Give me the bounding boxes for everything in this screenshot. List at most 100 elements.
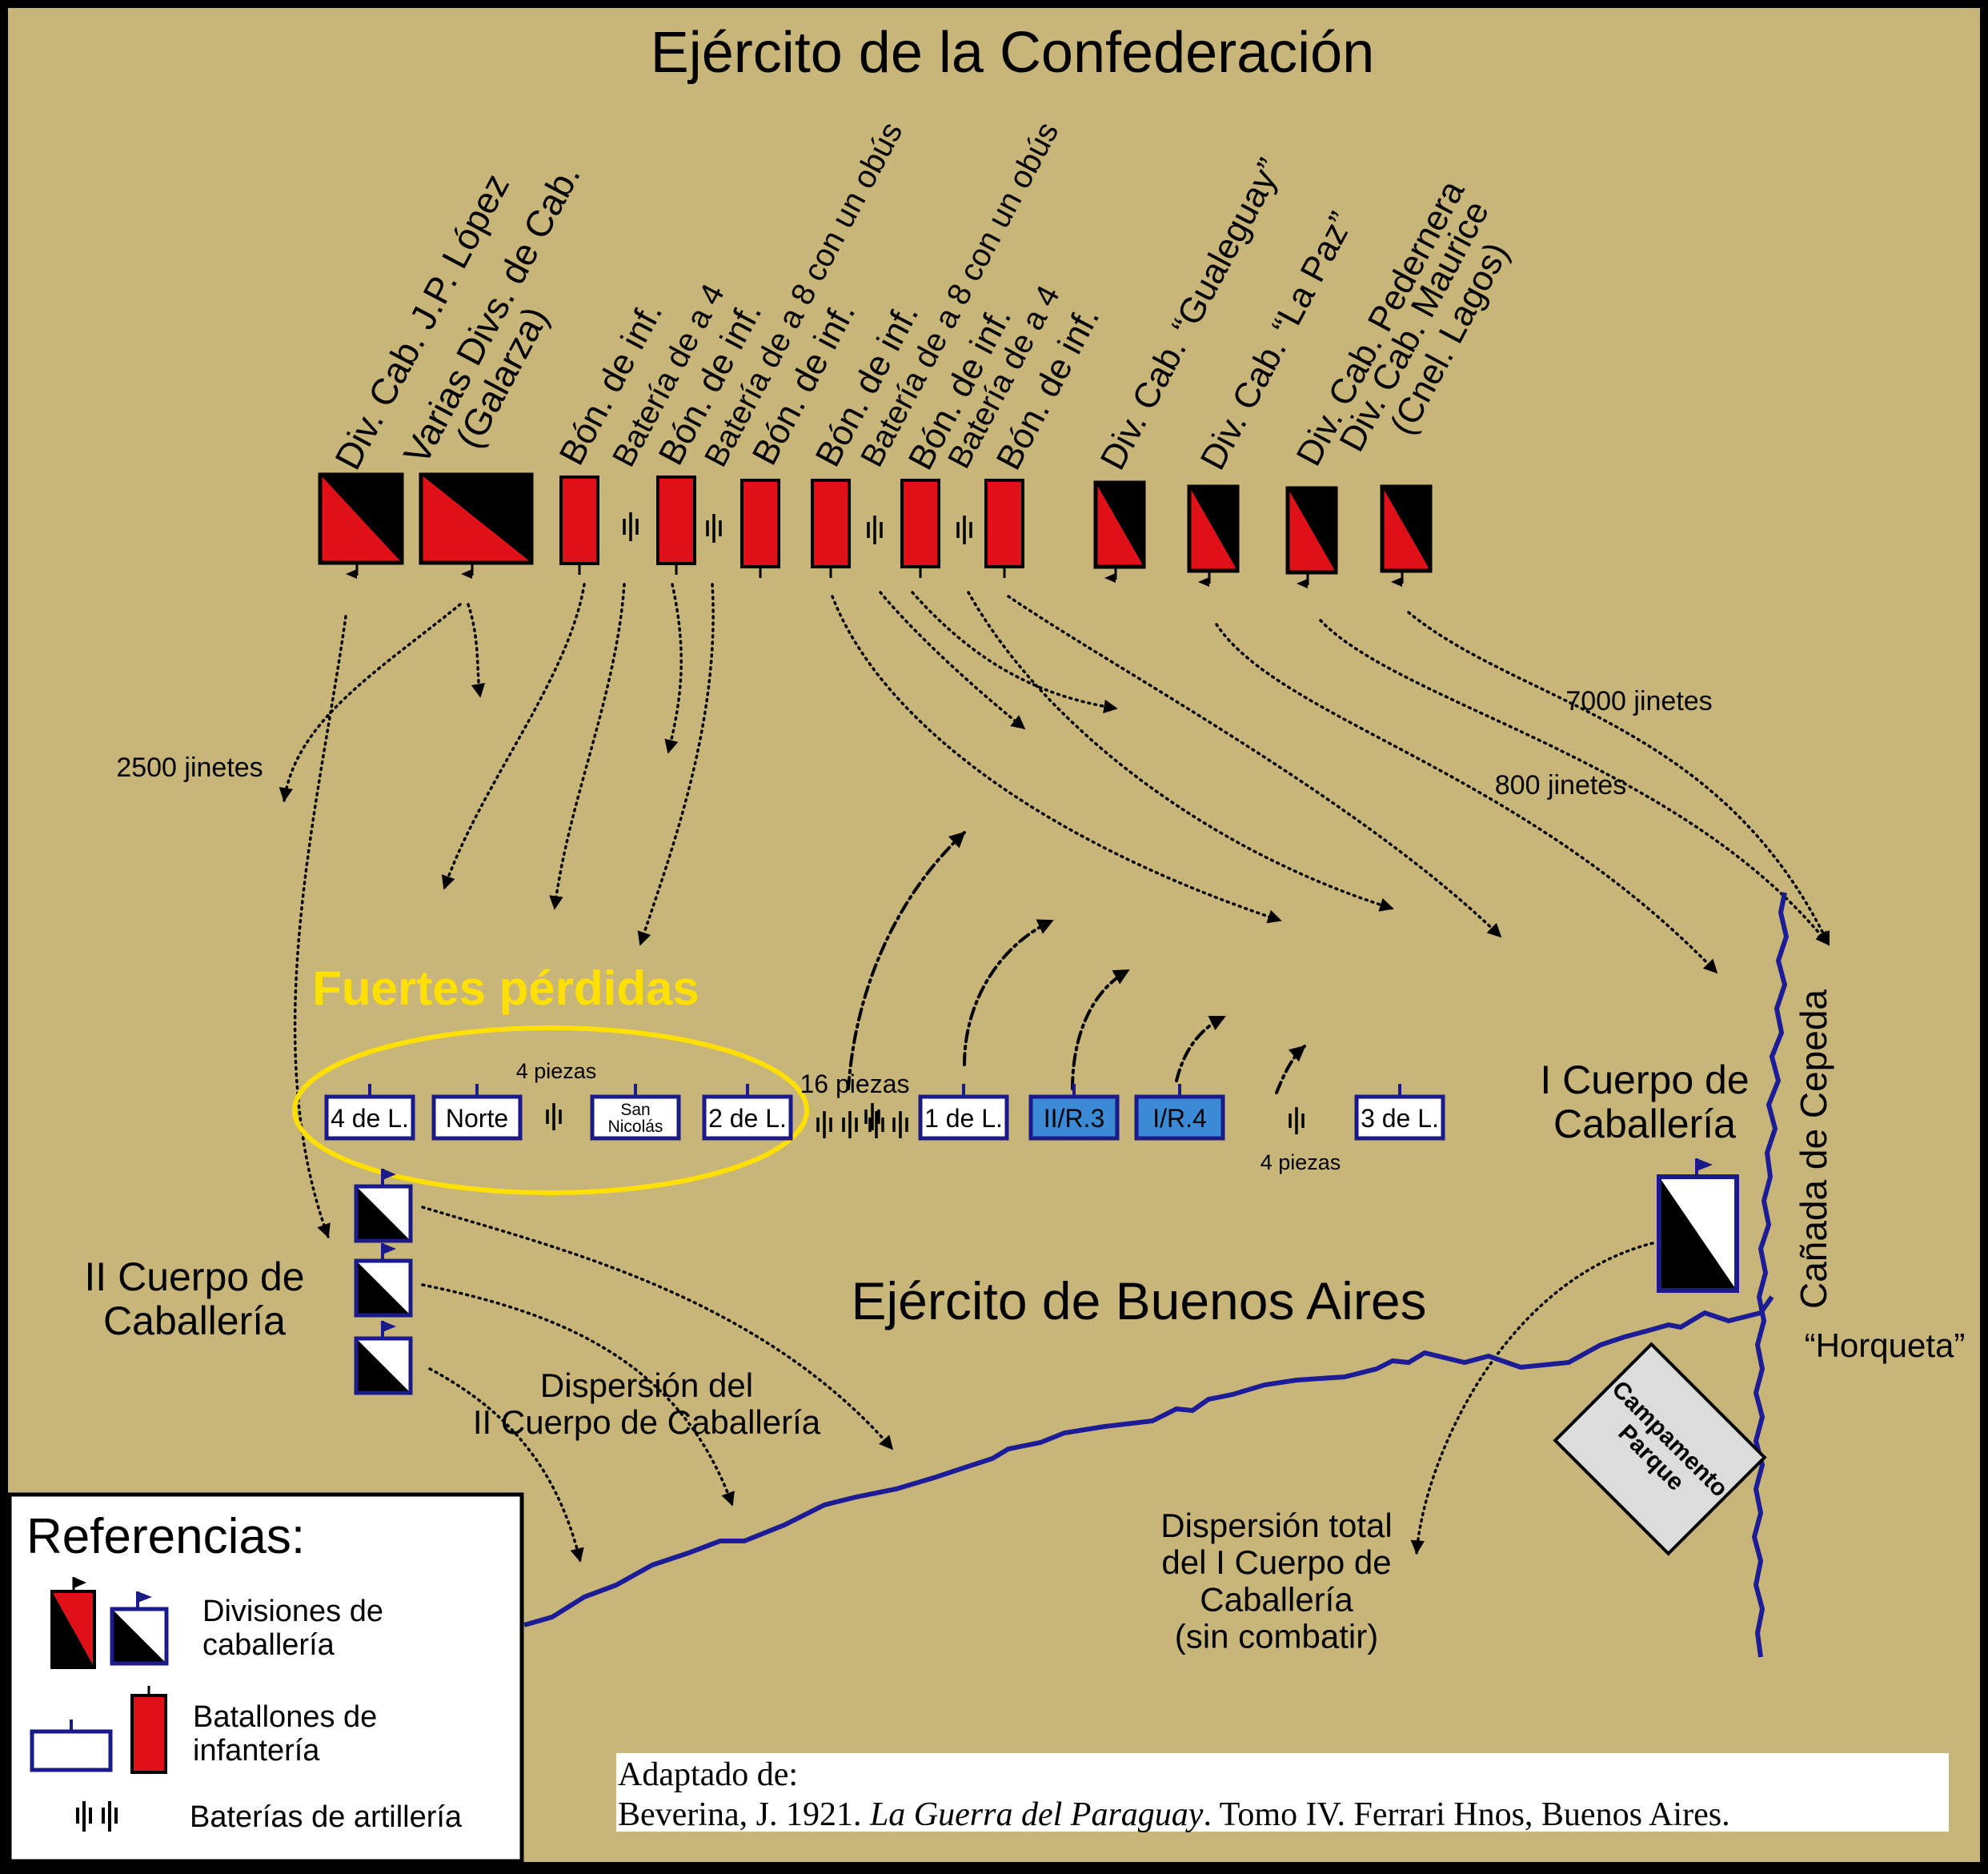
cavalry-division-confederation [318, 472, 404, 579]
heavy-losses-ellipse [292, 1025, 809, 1195]
arrow-inf2 [549, 583, 626, 910]
infantry-battalion-buenos-aires: 1 de L. [918, 1084, 1009, 1141]
artillery-battery-confederation [956, 516, 972, 544]
arrow-inf3 [637, 583, 715, 946]
counter-arrow-5 [1275, 1045, 1306, 1094]
cavalry-division-confederation [1380, 484, 1433, 587]
source-line-1: Adaptado de: [618, 1756, 798, 1793]
legend-cavalry-blue-symbol [110, 1591, 169, 1666]
confederation-units [318, 472, 1433, 588]
artillery-battery-buenos-aires [816, 1111, 832, 1138]
cavalry-division-confederation [1093, 480, 1146, 583]
battalion-label: 1 de L. [924, 1104, 1003, 1133]
counter-arrow-4 [1175, 1015, 1226, 1082]
battalion-label: 3 de L. [1361, 1104, 1439, 1133]
movement-arrows [279, 583, 1830, 1563]
infantry-battalion-confederation [740, 479, 780, 578]
infantry-battalion-buenos-aires: 3 de L. [1354, 1084, 1445, 1141]
infantry-battalion-buenos-aires: 4 de L. [324, 1084, 415, 1141]
arrow-inf4a [831, 595, 1282, 924]
arrow-galarza-left [279, 603, 462, 802]
counter-arrow-1 [847, 831, 966, 1090]
arrow-inf1 [441, 583, 586, 890]
river-horqueta [523, 1295, 1774, 1627]
legend-box [7, 1492, 524, 1864]
infantry-battalion-confederation [811, 479, 851, 578]
arrow-maurice [1407, 611, 1830, 946]
legend-artillery-label: Baterías de artillería [190, 1800, 463, 1834]
infantry-battalion-buenos-aires: Norte [431, 1084, 523, 1141]
map-title: Ejército de la Confederación [651, 21, 1375, 85]
artillery-4-piezas-right: 4 piezas [1261, 1150, 1341, 1174]
arrow-dispersion-2 [421, 1283, 735, 1507]
arrow-dispersion-3 [428, 1367, 584, 1563]
artillery-battery-confederation [867, 516, 883, 544]
artillery-battery-buenos-aires [864, 1103, 880, 1130]
source-line-2: Beverina, J. 1921. La Guerra del Paragua… [618, 1796, 1730, 1833]
legend-cavalry-red-symbol [50, 1577, 96, 1669]
source-citation: Adaptado de: Beverina, J. 1921. La Guerr… [616, 1753, 1949, 1833]
infantry-battalion-confederation [984, 479, 1024, 578]
source-publisher: . Tomo IV. Ferrari Hnos, Buenos Aires. [1203, 1796, 1729, 1833]
buenos-aires-army-title: Ejército de Buenos Aires [851, 1271, 1426, 1330]
i-cuerpo-unit [1657, 1158, 1739, 1293]
arrow-dispersion-total [1410, 1242, 1654, 1555]
artillery-battery-buenos-aires [1289, 1107, 1305, 1134]
arrow-inf5a [911, 591, 1118, 714]
legend-title: Referencias: [26, 1509, 305, 1564]
artillery-battery-buenos-aires [868, 1111, 884, 1138]
infantry-battalion-confederation [656, 476, 696, 575]
arrow-galarza-down [467, 603, 486, 698]
source-book-title: La Guerra del Paraguay [869, 1796, 1204, 1833]
legend-infantry-blue-symbol [30, 1720, 113, 1772]
cavalry-division-confederation [419, 472, 534, 579]
heavy-losses-label: Fuertes pérdidas [312, 961, 699, 1015]
infantry-battalion-confederation [900, 479, 940, 578]
battalion-label: 4 de L. [331, 1104, 409, 1133]
horqueta-label: “Horqueta” [1805, 1326, 1966, 1364]
river-cepeda [1751, 892, 1790, 1658]
arrow-bat8a [664, 583, 683, 754]
counter-attack-arrows [847, 831, 1306, 1094]
counter-arrow-3 [1071, 969, 1130, 1090]
arrow-inf6 [1007, 595, 1502, 938]
legend-artillery-symbol [76, 1801, 118, 1832]
riders-800: 800 jinetes [1495, 770, 1626, 801]
infantry-battalion-confederation [559, 476, 599, 575]
artillery-battery-confederation [623, 512, 639, 541]
infantry-battalion-buenos-aires: 2 de L. [702, 1084, 793, 1141]
artillery-battery-buenos-aires [546, 1103, 562, 1130]
cavalry-division-ba [354, 1243, 413, 1318]
arrow-lapaz [1215, 623, 1718, 974]
artillery-battery-confederation [706, 514, 722, 543]
infantry-battalion-buenos-aires: II/R.3 [1028, 1084, 1120, 1141]
artillery-16-piezas: 16 piezas [800, 1069, 910, 1098]
cavalry-division-ba [354, 1321, 413, 1395]
canada-de-cepeda-label: Cañada de Cepeda [1793, 989, 1834, 1309]
source-box [616, 1753, 1949, 1832]
battalion-label: II/R.3 [1044, 1104, 1104, 1133]
riders-7000: 7000 jinetes [1565, 686, 1712, 716]
source-author: Beverina, J. 1921. [618, 1796, 870, 1833]
artillery-4-piezas-left: 4 piezas [516, 1059, 597, 1083]
arrow-inf4b [879, 591, 1026, 730]
cavalry-division-confederation [1187, 484, 1240, 587]
battalion-label: Norte [446, 1104, 508, 1133]
arrow-dispersion-1 [421, 1206, 894, 1451]
counter-arrow-2 [963, 919, 1054, 1066]
artillery-battery-buenos-aires [842, 1111, 858, 1138]
arrow-inf5b [967, 591, 1394, 912]
infantry-battalion-buenos-aires: I/R.4 [1134, 1084, 1225, 1141]
riders-2500: 2500 jinetes [116, 752, 263, 783]
